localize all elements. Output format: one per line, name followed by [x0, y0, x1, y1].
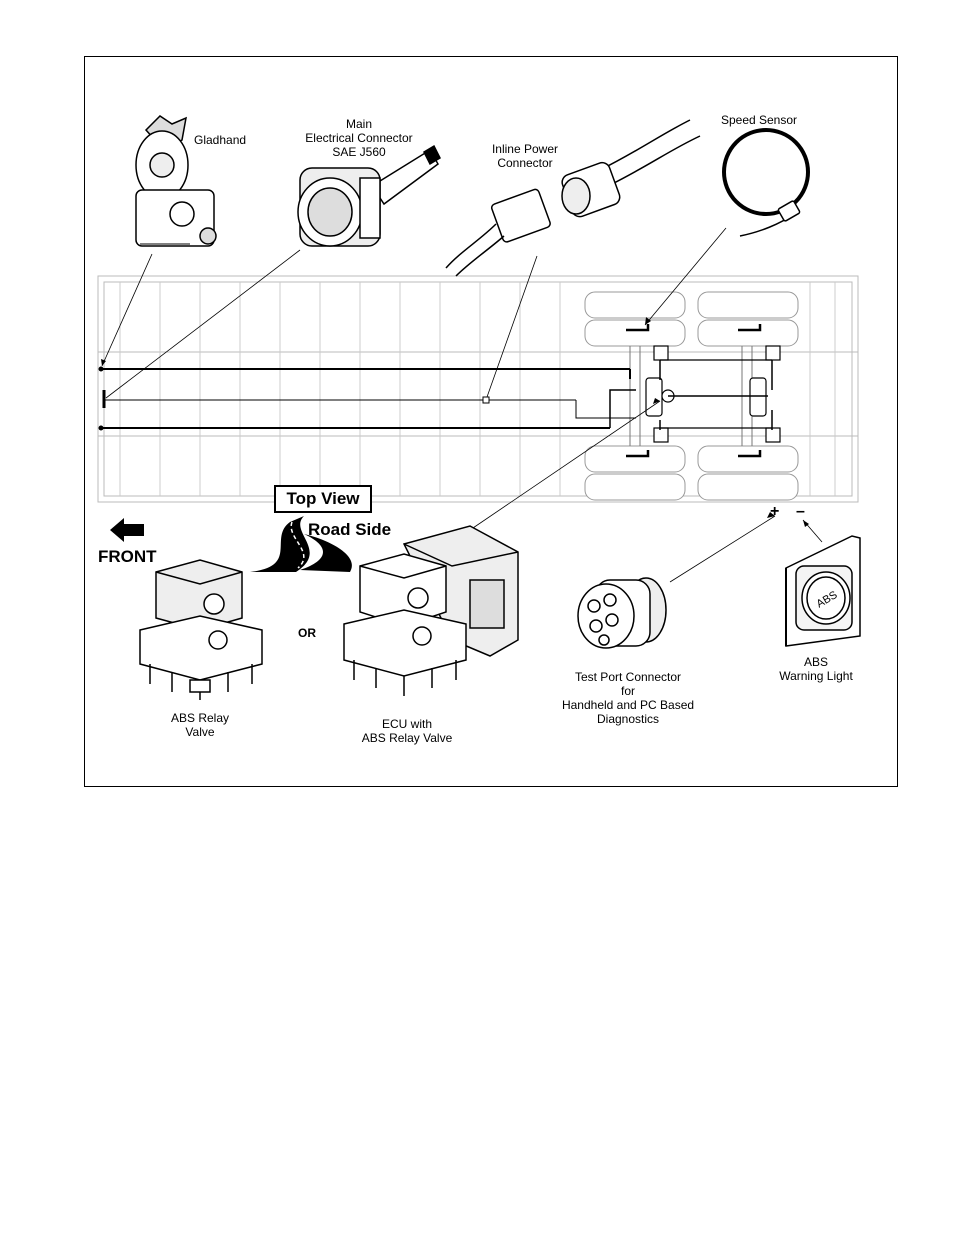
main-connector-illustration: [298, 146, 440, 246]
test-port-connector-illustration: [578, 578, 666, 648]
front-arrow-icon: [110, 518, 144, 542]
minus-terminal: –: [796, 503, 805, 520]
speed-sensor-illustration: [724, 130, 808, 236]
gladhand-label: Gladhand: [194, 133, 246, 147]
front-label: FRONT: [98, 547, 157, 567]
abs-relay-valve-illustration: [140, 560, 262, 700]
ecu-with-relay-label: ECU with ABS Relay Valve: [352, 717, 462, 745]
plus-terminal: +: [770, 503, 779, 520]
abs-warning-light-label: ABS Warning Light: [776, 655, 856, 683]
or-label: OR: [298, 626, 316, 640]
main-connector-label: Main Electrical Connector SAE J560: [300, 117, 418, 159]
top-view-label: Top View: [274, 485, 372, 513]
abs-relay-valve-label: ABS Relay Valve: [160, 711, 240, 739]
abs-warning-light-illustration: [786, 536, 860, 646]
speed-sensor-label: Speed Sensor: [716, 113, 802, 127]
road-side-label: Road Side: [308, 520, 391, 540]
test-port-connector-label: Test Port Connector for Handheld and PC …: [560, 670, 696, 726]
ecu-with-relay-illustration: [344, 526, 518, 696]
inline-power-connector-label: Inline Power Connector: [482, 142, 568, 170]
